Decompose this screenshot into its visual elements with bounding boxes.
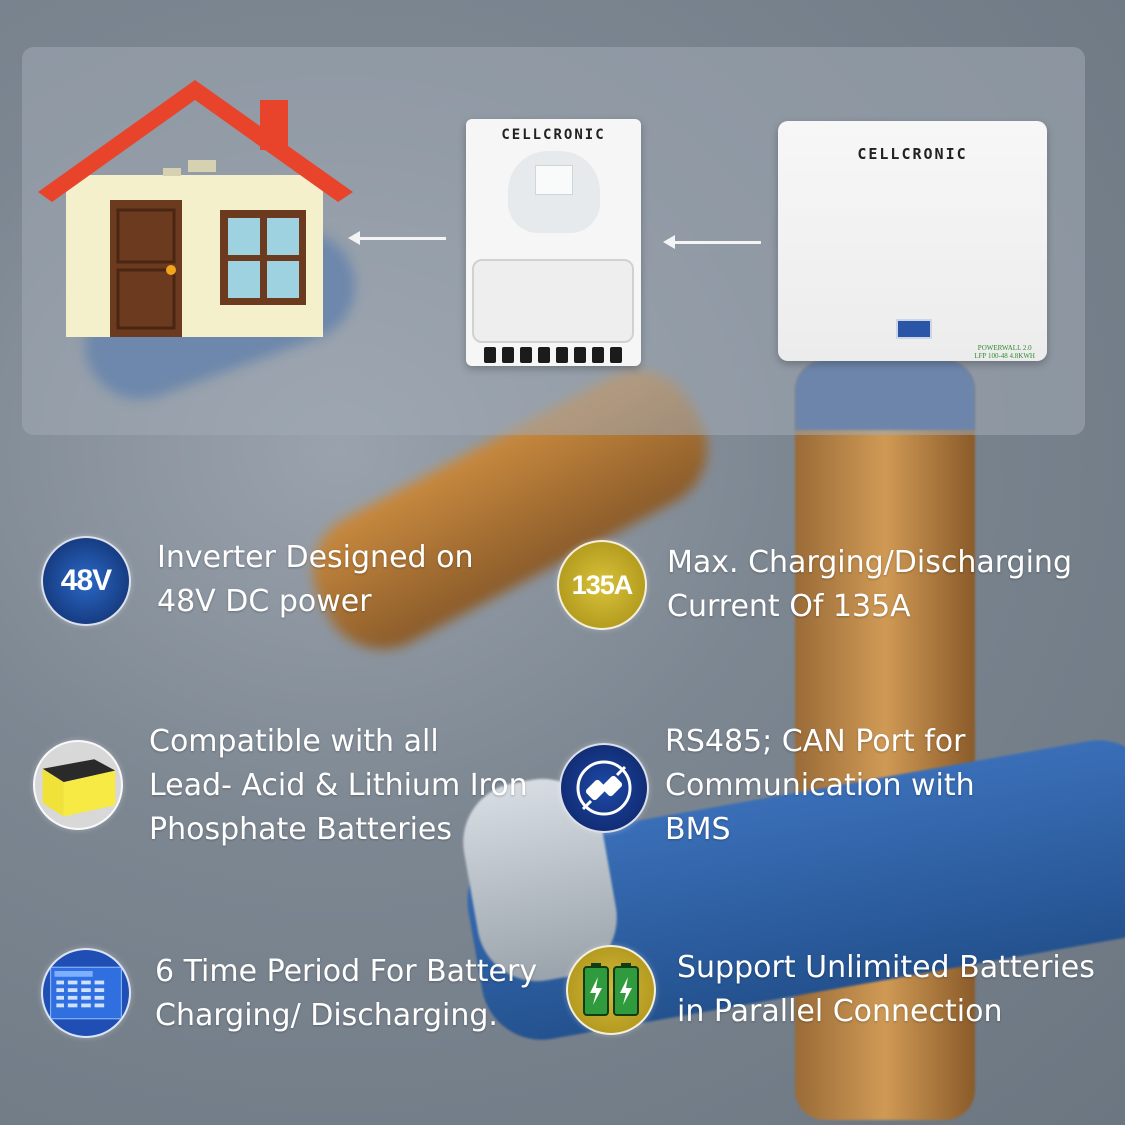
inverter-screen [535, 165, 573, 195]
arrow-left-icon [663, 235, 761, 249]
48v-badge-icon: 48V [41, 536, 131, 626]
inverter-brand: CELLCRONIC [501, 127, 606, 143]
feature-parallel: Support Unlimited Batteries in Parallel … [677, 950, 1095, 1029]
inverter-terminal-cover [472, 259, 634, 343]
arrow-left-icon [348, 231, 446, 245]
battery-device: CELLCRONIC POWERWALL 2.0 LFP 100-48 4.8K… [778, 121, 1047, 361]
lead-acid-battery-icon [33, 740, 123, 830]
feature-135a: Max. Charging/Discharging Current Of 135… [667, 545, 1072, 624]
house-icon [38, 80, 353, 337]
inverter-device: CELLCRONIC [466, 119, 641, 366]
135a-badge-icon: 135A [557, 540, 647, 630]
feature-time-periods: 6 Time Period For Battery Charging/ Disc… [155, 954, 538, 1033]
feature-48v: Inverter Designed on 48V DC power [157, 540, 474, 619]
inverter-display [508, 151, 600, 233]
feature-compatibility: Compatible with all Lead- Acid & Lithium… [149, 724, 528, 847]
battery-screen [896, 319, 932, 339]
schedule-screen-icon [41, 948, 131, 1038]
inverter-ports [484, 347, 622, 363]
plug-connection-icon [559, 743, 649, 833]
battery-brand: CELLCRONIC [857, 145, 968, 163]
battery-model: POWERWALL 2.0 LFP 100-48 4.8KWH [974, 344, 1035, 360]
feature-communication: RS485; CAN Port for Communication with B… [665, 724, 975, 847]
parallel-batteries-icon [566, 945, 656, 1035]
